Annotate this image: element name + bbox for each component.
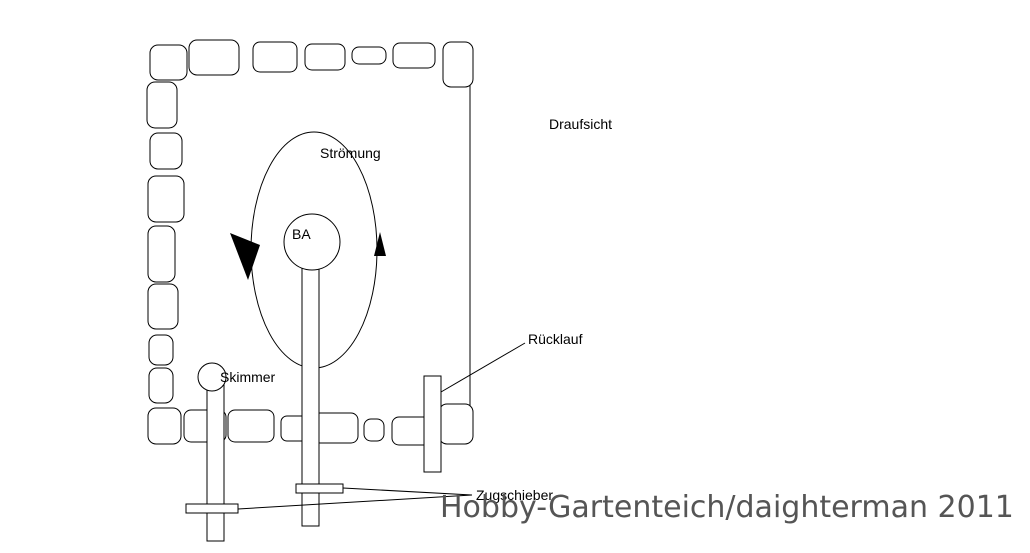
flow-label: Strömung (320, 145, 381, 161)
flow-arrow-left-icon (230, 233, 260, 280)
skimmer-label: Skimmer (220, 369, 276, 385)
bottom-drain-label: BA (292, 226, 311, 242)
return-pipe (423, 342, 526, 473)
flow-arrow-right-icon (374, 232, 386, 256)
border-stones-top (149, 39, 474, 88)
view-label: Draufsicht (549, 116, 612, 132)
slide-valve-drain (295, 483, 344, 494)
watermark: Hobby-Gartenteich/daighterman 2011 (440, 490, 1014, 525)
border-stones-left (146, 81, 185, 404)
return-label: Rücklauf (528, 331, 583, 347)
skimmer (197, 362, 227, 542)
slide-valve-label: Zugschieber (476, 487, 553, 503)
slide-valve-skimmer (185, 503, 239, 514)
bottom-drain (283, 213, 341, 527)
slide-valves (185, 483, 473, 514)
